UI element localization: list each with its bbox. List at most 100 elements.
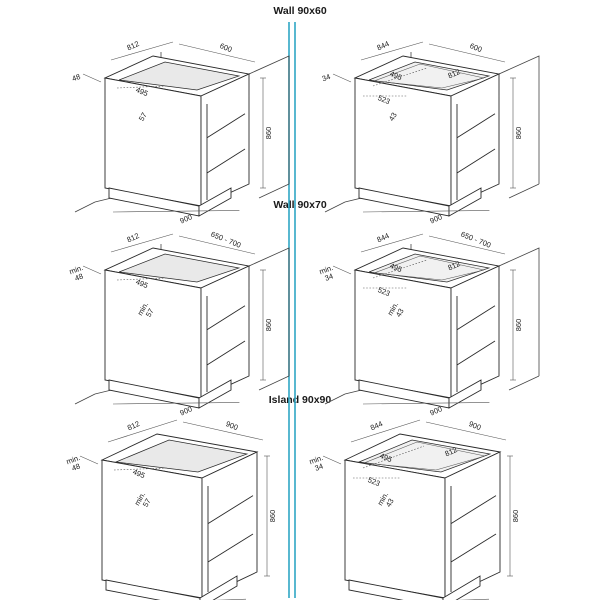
dimension-line [178, 235, 256, 255]
cabinet-front [104, 77, 202, 207]
dimension-line [116, 277, 168, 281]
dimension-label: min.34 [308, 453, 327, 474]
drawer-line [450, 533, 497, 563]
cabinet-front [354, 269, 452, 399]
wall-outline [324, 201, 346, 213]
drawer-line [456, 340, 496, 366]
dimension-label: 860 [514, 319, 523, 332]
drawer-line [456, 148, 496, 174]
dimension-label: 495 [134, 277, 149, 290]
dimension-line [362, 210, 490, 213]
cabinet-front [101, 459, 203, 599]
wall-outline [248, 55, 290, 184]
dimension-line [362, 445, 425, 469]
drawer-line [206, 340, 246, 366]
dimension-line [360, 41, 424, 61]
dimension-line [350, 419, 421, 443]
drawer-line [450, 495, 497, 524]
dimension-label: min.34 [318, 263, 337, 284]
cabinet-front [104, 269, 202, 399]
drawer-line [456, 305, 496, 331]
dimension-line [110, 233, 174, 253]
dimension-label: 43 [387, 111, 399, 123]
dimension-line [112, 402, 240, 405]
dimension-label: 495 [131, 467, 146, 480]
wall-outline [508, 183, 540, 199]
cutout-opening [368, 253, 491, 283]
cabinet-side [450, 265, 500, 399]
dimension-label: 844 [375, 39, 390, 52]
drawer-line [456, 113, 496, 139]
dimension-line [322, 455, 342, 465]
dimension-line [332, 73, 352, 83]
dimension-label: 860 [264, 319, 273, 332]
cabinet-front [354, 77, 452, 207]
dimension-label: 812 [125, 231, 140, 244]
dimension-line [82, 73, 102, 83]
cabinet-front [344, 459, 446, 599]
inner-recess [363, 441, 486, 471]
dimension-label: 860 [268, 510, 277, 523]
plinth-front [348, 579, 444, 600]
dimension-label: 812 [125, 39, 140, 52]
dimension-label: 523 [376, 93, 391, 106]
plinth-front [105, 579, 201, 600]
dimension-line [107, 419, 178, 443]
dimension-label: min.43 [385, 300, 407, 321]
dimension-line [425, 421, 507, 441]
dimension-label: 495 [388, 69, 403, 82]
dimension-label: 495 [134, 85, 149, 98]
wall-outline [248, 247, 290, 376]
plinth-side [448, 379, 482, 409]
dimension-label: 900 [224, 419, 239, 432]
dimension-label: 844 [375, 231, 390, 244]
dimension-line [112, 210, 240, 213]
dimension-line [332, 265, 352, 275]
dimension-label: 600 [468, 41, 483, 54]
wall-outline [508, 375, 540, 391]
dimension-label: 600 [218, 41, 233, 54]
dimension-label: min.43 [375, 490, 397, 511]
dimension-label: 523 [366, 475, 381, 488]
wall-outline [498, 247, 540, 376]
plinth-side [198, 379, 232, 409]
dimension-line [79, 455, 99, 465]
dimension-line [362, 402, 490, 405]
section-title: Island 90x90 [269, 394, 332, 406]
cabinet-side [201, 451, 258, 599]
dimension-label: min.48 [68, 263, 87, 284]
dimension-line [82, 265, 102, 275]
plinth-side [448, 187, 482, 217]
dimension-label: 650 - 700 [210, 230, 243, 250]
wall-outline [258, 375, 290, 391]
dimension-label: min.48 [65, 453, 84, 474]
dimension-line [113, 467, 169, 471]
drawer-line [207, 533, 254, 563]
wall-outline [74, 201, 96, 213]
dimension-line [428, 235, 506, 255]
drawer-line [207, 495, 254, 524]
plinth-side [199, 575, 238, 600]
dimension-line [178, 43, 256, 63]
dimension-label: 860 [264, 127, 273, 140]
section-title: Wall 90x60 [273, 5, 326, 17]
dimension-line [110, 41, 174, 61]
wall-outline [498, 55, 540, 184]
plinth-side [198, 187, 232, 217]
dimension-line [428, 43, 506, 63]
cutout-opening [118, 253, 241, 283]
drawer-line [206, 305, 246, 331]
cabinet-side [444, 451, 501, 599]
dimension-label: min.57 [135, 300, 157, 321]
dimension-label: 900 [467, 419, 482, 432]
dimension-label: 844 [369, 419, 384, 432]
dimension-label: 57 [137, 111, 149, 123]
dimension-label: 860 [511, 510, 520, 523]
wall-outline [324, 393, 346, 405]
